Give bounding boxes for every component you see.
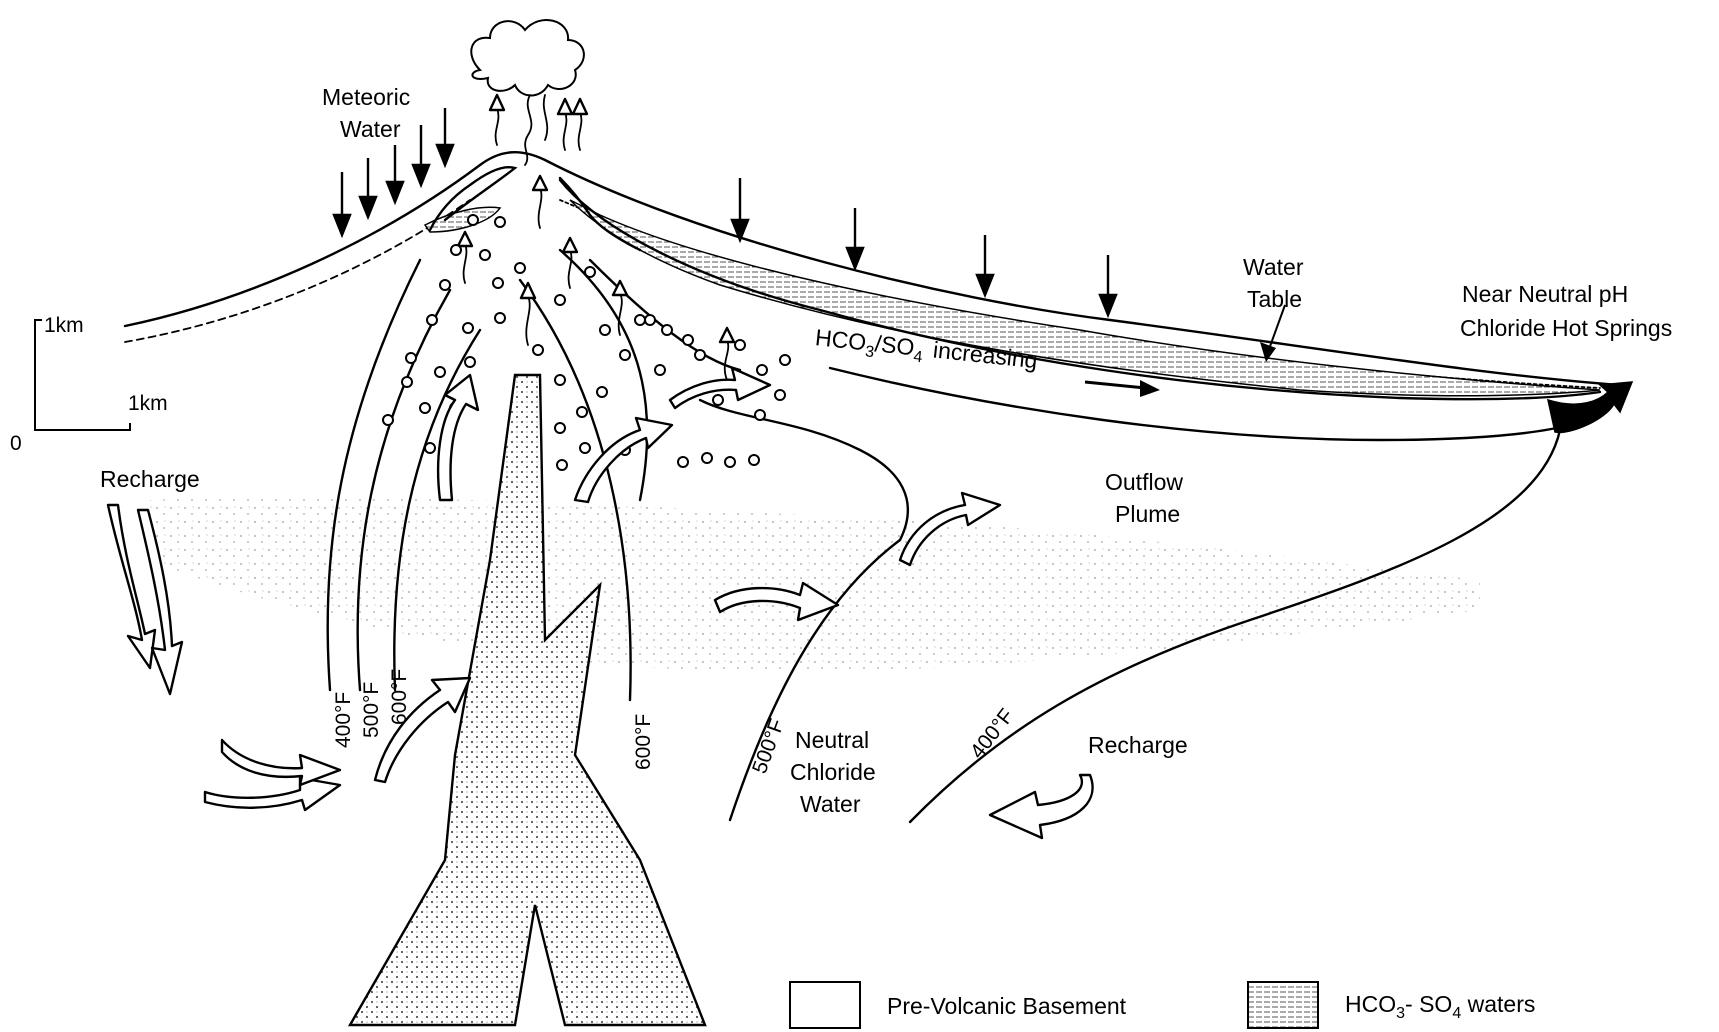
legend-waters-swatch (1248, 982, 1318, 1028)
legend-basement-label: Pre-Volcanic Basement (887, 993, 1127, 1019)
recharge-label-left: Recharge (100, 466, 200, 492)
inflow-arrow-1 (205, 778, 340, 810)
neutral-label-3: Water (800, 791, 861, 817)
neutral-label-1: Neutral (795, 727, 869, 753)
isotherm-label-left-400: 400°F (332, 692, 355, 748)
water-table-label-2: Table (1247, 286, 1302, 312)
isotherm-label-right-500: 500°F (748, 716, 789, 777)
increasing-arrow (1085, 380, 1160, 397)
inflow-arrow-2 (222, 740, 340, 785)
scale-horizontal-label: 1km (128, 392, 168, 415)
water-table-label-1: Water (1243, 254, 1304, 280)
recharge-label-right: Recharge (1088, 732, 1188, 758)
outflow-label-2: Plume (1115, 501, 1180, 527)
neutral-label-2: Chloride (790, 759, 876, 785)
isotherm-label-center-600: 600°F (632, 714, 655, 770)
hot-springs-label-1: Near Neutral pH (1462, 281, 1628, 307)
legend: Pre-Volcanic Basement HCO3- SO4 waters (790, 982, 1535, 1028)
water-table-arrow (1260, 305, 1285, 362)
meteoric-label-1: Meteoric (322, 84, 410, 110)
outflow-label-1: Outflow (1105, 469, 1183, 495)
steam-cloud (471, 20, 584, 96)
scale-origin-label: 0 (10, 432, 22, 455)
upflow-arrow-center (575, 418, 672, 502)
isotherm-label-left-500: 500°F (360, 682, 383, 738)
stippled-zone (150, 497, 1480, 672)
legend-basement-swatch (790, 982, 860, 1028)
hot-springs-label-2: Chloride Hot Springs (1460, 315, 1672, 341)
recharge-arrow-right (990, 775, 1093, 838)
scale-vertical-label: 1km (44, 314, 84, 337)
meteoric-label-2: Water (340, 116, 401, 142)
legend-waters-label: HCO3- SO4 waters (1345, 991, 1535, 1022)
isotherm-label-left-600: 600°F (388, 669, 411, 725)
isotherm-label-right-400: 400°F (966, 705, 1019, 763)
